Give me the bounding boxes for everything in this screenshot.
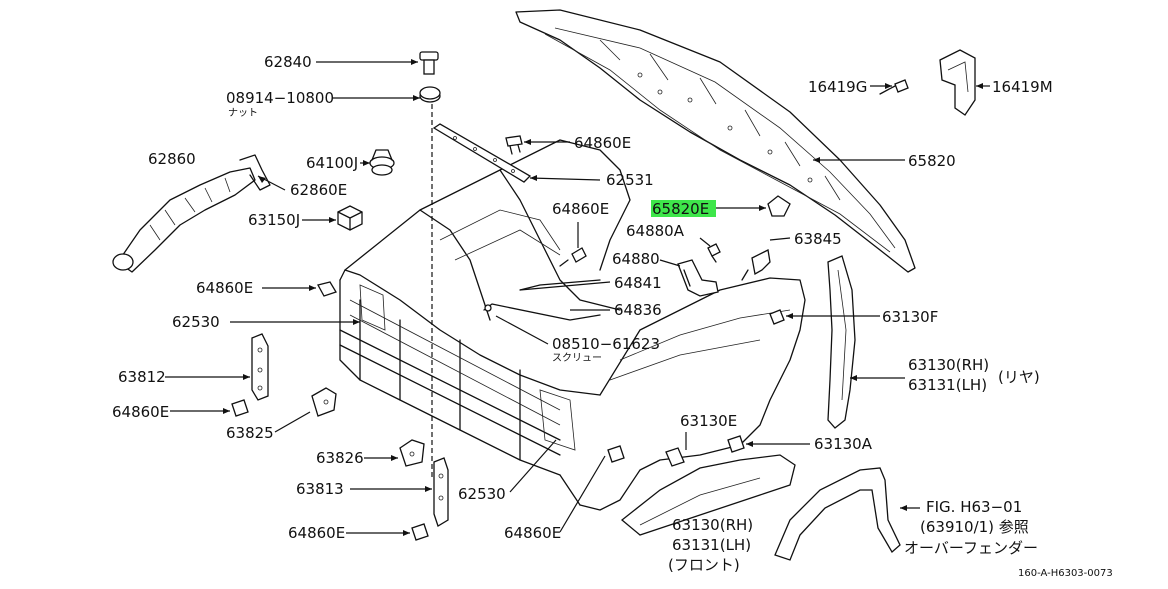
label-64860E-bl: 64860E <box>288 524 345 542</box>
clip-icon[interactable] <box>607 445 625 463</box>
label-62530-left: 62530 <box>172 313 220 331</box>
front-body-structure <box>339 139 806 511</box>
label-62530-bottom: 62530 <box>458 485 506 503</box>
label-63131-rear-lh: 63131(LH) <box>908 376 987 394</box>
highlight-box <box>651 200 716 217</box>
label-63150J: 63150J <box>248 211 300 229</box>
label-64860E-left: 64860E <box>196 279 253 297</box>
leader-lines <box>165 61 990 534</box>
label-08914-sub: ナット <box>228 107 258 119</box>
clip-icon[interactable] <box>767 195 791 217</box>
mudguard-icon[interactable] <box>827 255 856 429</box>
label-63130-rear-rh: 63130(RH) <box>908 356 989 374</box>
grommet-icon[interactable] <box>337 205 363 231</box>
clip-icon[interactable] <box>419 51 439 75</box>
clip-icon[interactable] <box>707 243 721 263</box>
clip-icon[interactable] <box>505 135 523 155</box>
nut-icon[interactable] <box>419 86 441 103</box>
label-16419M: 16419M <box>992 78 1053 96</box>
label-63826: 63826 <box>316 449 364 467</box>
seal-strip[interactable] <box>432 123 532 183</box>
label-64880: 64880 <box>612 250 660 268</box>
bracket-icon[interactable] <box>399 439 425 467</box>
label-63130F: 63130F <box>882 308 938 326</box>
label-65820: 65820 <box>908 152 956 170</box>
label-63131-front-lh: 63131(LH) <box>672 536 751 554</box>
label-fig-ref3: オーバーフェンダー <box>904 539 1038 557</box>
bracket-icon[interactable] <box>311 387 337 417</box>
label-63812: 63812 <box>118 368 166 386</box>
part-labels: 62840 08914−10800 ナット 62860 64100J 62860… <box>112 53 1113 579</box>
grommet-icon[interactable] <box>369 149 395 176</box>
label-64841: 64841 <box>614 274 662 292</box>
bracket-icon[interactable] <box>251 333 269 401</box>
label-63130A: 63130A <box>814 435 873 453</box>
label-front: (フロント) <box>668 556 740 574</box>
hood-support-rod[interactable] <box>483 279 601 321</box>
label-65820E: 65820E <box>652 200 709 218</box>
label-63813: 63813 <box>296 480 344 498</box>
label-16419G: 16419G <box>808 78 867 96</box>
bracket-icon[interactable] <box>677 259 719 297</box>
clip-icon[interactable] <box>411 523 429 541</box>
label-64860E-bm: 64860E <box>504 524 561 542</box>
mudguard-icon[interactable] <box>620 454 796 536</box>
label-64100J: 64100J <box>306 154 358 172</box>
label-62860: 62860 <box>148 150 196 168</box>
clip-icon[interactable] <box>665 447 685 467</box>
clip-icon[interactable] <box>727 435 745 453</box>
label-64860E-mid: 64860E <box>552 200 609 218</box>
bracket-icon[interactable] <box>741 249 771 281</box>
clip-icon[interactable] <box>317 281 337 297</box>
bolt-icon[interactable] <box>879 79 909 95</box>
label-08914: 08914−10800 <box>226 89 334 107</box>
diagram-id: 160-A-H6303-0073 <box>1018 568 1113 579</box>
label-63130E: 63130E <box>680 412 737 430</box>
label-64836: 64836 <box>614 301 662 319</box>
label-fig-ref: FIG. H63−01 <box>926 498 1022 516</box>
label-62840: 62840 <box>264 53 312 71</box>
label-rear: (リヤ) <box>998 368 1040 386</box>
clip-icon[interactable] <box>231 399 249 417</box>
label-08510: 08510−61623 <box>552 335 660 353</box>
hose-icon[interactable] <box>112 154 271 273</box>
label-63845: 63845 <box>794 230 842 248</box>
clip-icon[interactable] <box>559 247 587 267</box>
label-fig-ref2: (63910/1) 参照 <box>920 518 1029 536</box>
label-63825: 63825 <box>226 424 274 442</box>
label-64860E-top: 64860E <box>574 134 631 152</box>
bracket-icon[interactable] <box>939 49 976 116</box>
clip-icon[interactable] <box>769 309 785 325</box>
overfender-icon[interactable] <box>774 467 901 561</box>
label-62860E: 62860E <box>290 181 347 199</box>
label-63130-front-rh: 63130(RH) <box>672 516 753 534</box>
label-64860E-l2: 64860E <box>112 403 169 421</box>
label-62531: 62531 <box>606 171 654 189</box>
label-64880A: 64880A <box>626 222 685 240</box>
arrowheads <box>223 59 983 536</box>
bracket-icon[interactable] <box>433 457 449 527</box>
label-08510-sub: スクリュー <box>552 352 602 364</box>
hood-icon[interactable] <box>515 9 916 273</box>
